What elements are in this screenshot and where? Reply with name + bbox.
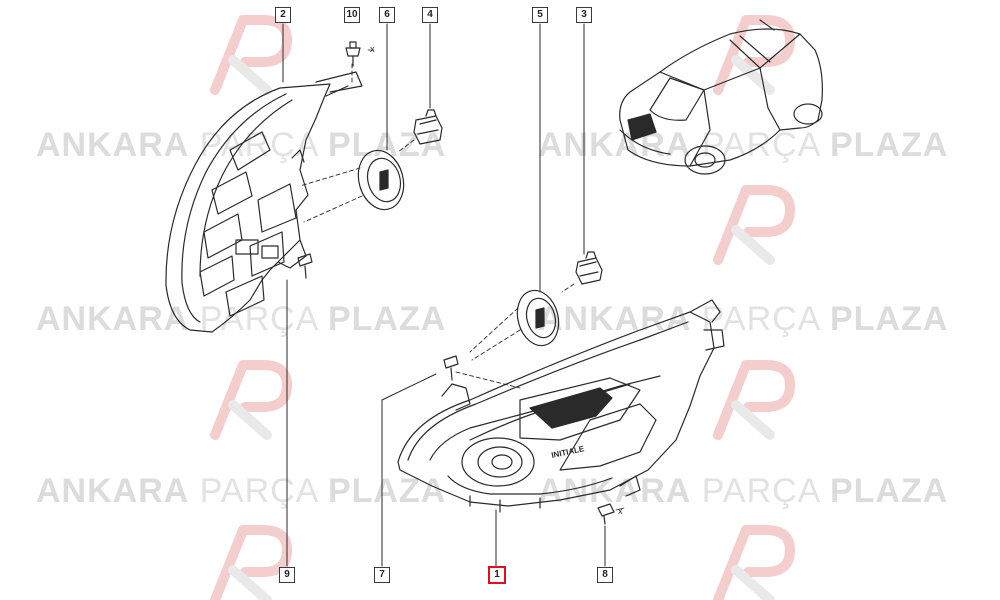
part-8-nut — [597, 503, 625, 525]
part-9-screw — [297, 253, 313, 279]
car-thumbnail — [619, 19, 823, 175]
callout-10[interactable]: 10 — [344, 7, 360, 23]
watermark-logo-7 — [713, 525, 795, 600]
part-10-clip — [345, 41, 375, 67]
headlamp-assembly — [397, 299, 725, 513]
watermark-row-1-left: ANKARA PARÇA PLAZA — [36, 126, 447, 164]
callout-2[interactable]: 2 — [275, 7, 291, 23]
headlamp-rear-view — [165, 71, 363, 333]
callout-8[interactable]: 8 — [597, 567, 613, 583]
part-4-bulb — [413, 109, 443, 145]
callout-3[interactable]: 3 — [576, 7, 592, 23]
part-7-screw — [443, 355, 459, 381]
callout-1[interactable]: 1 — [488, 566, 506, 584]
part-3-bulb — [575, 251, 603, 285]
callout-7[interactable]: 7 — [374, 567, 390, 583]
watermark-row-2-right: ANKARA PARÇA PLAZA — [538, 300, 949, 338]
watermark-logo-3 — [713, 185, 795, 265]
part-6-cap — [357, 149, 405, 211]
watermark-logo-1 — [210, 15, 292, 95]
torque-mark-8: x — [618, 506, 623, 516]
callout-6[interactable]: 6 — [379, 7, 395, 23]
part-5-cap — [516, 289, 560, 347]
watermark-row-3-left: ANKARA PARÇA PLAZA — [36, 472, 447, 510]
callout-4[interactable]: 4 — [422, 7, 438, 23]
watermark-row-2-left: ANKARA PARÇA PLAZA — [36, 300, 447, 338]
watermark-row-1-right: ANKARA PARÇA PLAZA — [538, 126, 949, 164]
callout-5[interactable]: 5 — [532, 7, 548, 23]
watermark-logo-5 — [713, 360, 795, 440]
torque-mark-10: x — [370, 44, 375, 54]
watermark-row-3-right: ANKARA PARÇA PLAZA — [538, 472, 949, 510]
callout-9[interactable]: 9 — [279, 567, 295, 583]
watermark-logo-2 — [713, 15, 795, 95]
